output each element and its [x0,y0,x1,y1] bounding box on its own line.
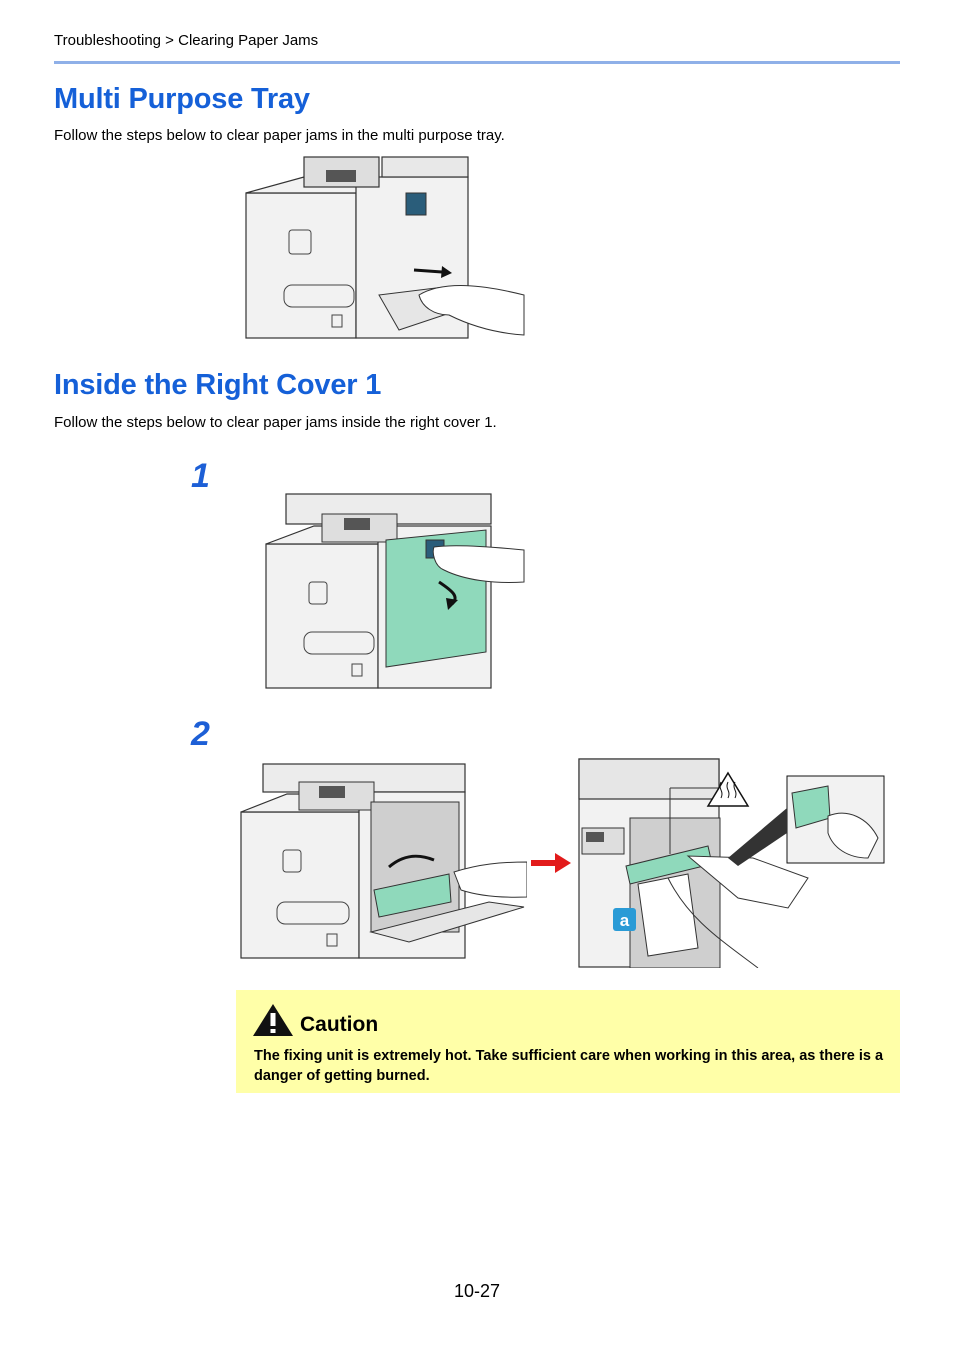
header-rule [54,61,900,64]
section-title-multi-purpose-tray: Multi Purpose Tray [54,83,310,115]
caution-title: Caution [300,1013,379,1036]
right-arrow-icon [531,853,571,873]
illustration-step1-open-cover [265,493,525,689]
section-description-mp-tray: Follow the steps below to clear paper ja… [54,127,505,144]
callout-label-a: a [620,911,630,930]
step-number-1: 1 [191,457,210,495]
breadcrumb: Troubleshooting > Clearing Paper Jams [54,32,319,49]
illustration-mp-tray [245,156,525,339]
illustration-step2-remove-paper: a [578,758,885,968]
warning-icon [253,1004,293,1036]
page-number: 10-27 [453,1281,501,1301]
caution-box [236,990,900,1093]
section-description-right-cover: Follow the steps below to clear paper ja… [54,414,497,431]
illustration-step2-open-cover [240,763,527,959]
section-title-right-cover-1: Inside the Right Cover 1 [54,369,382,401]
caution-text: The fixing unit is extremely hot. Take s… [254,1048,884,1084]
step-number-2: 2 [191,715,210,753]
